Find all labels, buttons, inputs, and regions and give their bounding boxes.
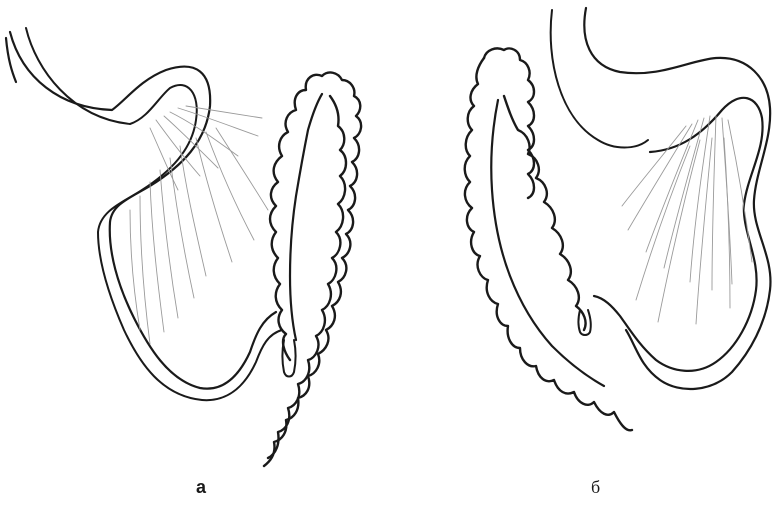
pouch-inner-wall-a xyxy=(26,28,282,400)
colon-ascending-b xyxy=(504,96,586,330)
panel-label-b: б xyxy=(591,478,600,496)
hatching-b xyxy=(622,116,752,324)
colon-inner-b xyxy=(491,100,604,386)
pouch-outer-wall-a xyxy=(10,32,276,389)
pouch-wall-b xyxy=(594,98,763,371)
panel-label-a: а xyxy=(196,478,206,496)
panel-a-drawing xyxy=(6,28,361,466)
panel-b-drawing xyxy=(465,8,771,430)
pouch-inner-b xyxy=(551,10,648,148)
colon-loop-inner-a xyxy=(290,94,322,340)
colon-loop-b xyxy=(465,58,632,430)
colon-loop-a xyxy=(264,73,361,466)
